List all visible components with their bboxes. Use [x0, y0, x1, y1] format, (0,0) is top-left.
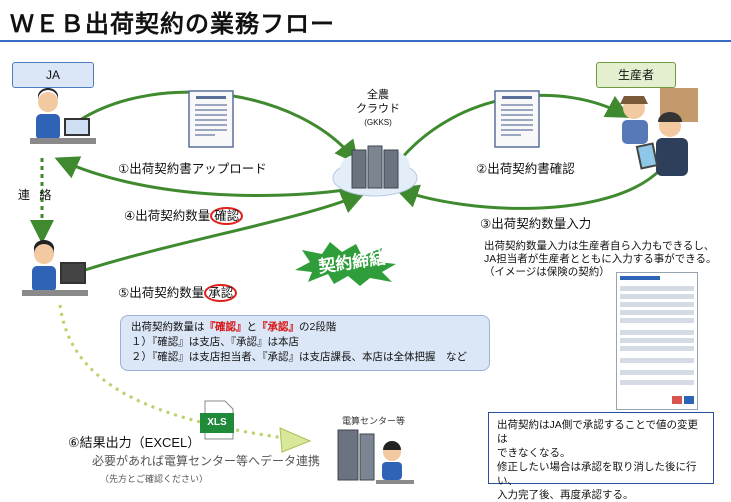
step6-note: （先方とご確認ください） — [100, 474, 209, 484]
calc-center-icon — [337, 429, 414, 484]
title-rule — [0, 40, 731, 42]
step5-label: ⑤出荷契約数量承認 — [118, 282, 238, 302]
input-form-thumbnail — [616, 272, 698, 410]
step5-circled: 承認 — [204, 284, 238, 302]
excel-label: XLS — [200, 413, 234, 433]
info-line1: 出荷契約数量は『確認』と『承認』の2段階 — [131, 321, 337, 333]
cloud-label-line2: クラウド — [356, 103, 400, 115]
cloud-label-line1: 全農 — [367, 89, 389, 101]
producer-icon — [620, 88, 698, 176]
excel-arrow-head — [279, 427, 312, 453]
note-line4: 入力完了後、再度承認する。 — [497, 489, 634, 501]
info-line2: １）『確認』は支店、『承認』は本店 — [131, 336, 299, 348]
info-line3: ２）『確認』は支店担当者、『承認』は支店課長、本店は全体把握 など — [131, 351, 467, 363]
step4-prefix: ④出荷契約数量 — [124, 209, 211, 223]
calc-center-label: 電算センター等 — [342, 416, 406, 426]
step6-subtitle: 必要があれば電算センター等へデータ連携 — [92, 454, 321, 468]
ja-manager-icon — [22, 240, 88, 296]
step2-label: ②出荷契約書確認 — [476, 162, 575, 176]
cloud-label: 全農 クラウド (GKKS) — [348, 88, 408, 130]
producer-label-box: 生産者 — [596, 62, 676, 88]
step6-title: ⑥結果出力（EXCEL） — [68, 435, 201, 450]
producer-note-line3: （イメージは保険の契約） — [484, 266, 610, 278]
contract-seal-burst — [295, 242, 396, 286]
producer-note: 出荷契約数量入力は生産者自ら入力もできるし、 JA担当者が生産者とともに入力する… — [484, 240, 717, 279]
note-line2: できなくなる。 — [497, 447, 571, 459]
step1-label: ①出荷契約書アップロード — [118, 162, 267, 176]
ja-staff-icon — [30, 88, 96, 144]
cloud-server-icon — [332, 145, 418, 197]
page-title: ＷＥＢ出荷契約の業務フロー — [10, 11, 335, 38]
step3-label: ③出荷契約数量入力 — [480, 217, 592, 231]
approval-info-box: 出荷契約数量は『確認』と『承認』の2段階 １）『確認』は支店、『承認』は本店 ２… — [120, 315, 490, 371]
step4-circled: 確認 — [210, 207, 244, 225]
flow-approve — [84, 190, 366, 272]
contract-document-icon-2 — [494, 90, 540, 148]
contact-label: 連 絡 — [18, 188, 55, 202]
producer-note-line2: JA担当者が生産者とともに入力する事ができる。 — [484, 253, 717, 265]
flow-excel — [58, 304, 301, 442]
approval-note-box: 出荷契約はJA側で承認することで値の変更は できなくなる。 修正したい場合は承認… — [488, 412, 714, 501]
ja-label-box: JA — [12, 62, 94, 88]
note-line1: 出荷契約はJA側で承認することで値の変更は — [497, 419, 698, 445]
flow-input — [394, 168, 662, 210]
step4-label: ④出荷契約数量確認 — [124, 205, 244, 225]
note-line3: 修正したい場合は承認を取り消した後に行い、 — [497, 461, 697, 487]
producer-note-line1: 出荷契約数量入力は生産者自ら入力もできるし、 — [484, 240, 715, 252]
contract-document-icon — [188, 90, 234, 148]
cloud-label-line3: (GKKS) — [364, 118, 392, 127]
flow-check — [54, 156, 346, 198]
step5-prefix: ⑤出荷契約数量 — [118, 286, 205, 300]
